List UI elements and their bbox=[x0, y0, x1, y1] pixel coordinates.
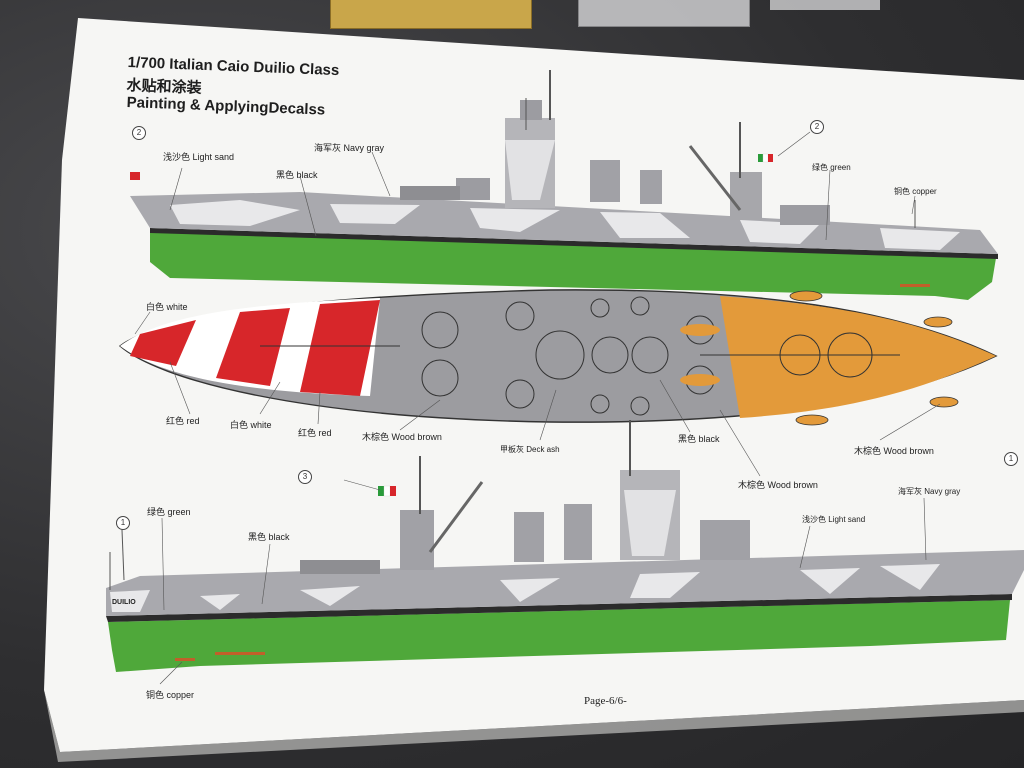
callout-1-bottom: 1 bbox=[116, 516, 130, 530]
callout-2-top: 2 bbox=[132, 126, 146, 140]
parts-bag bbox=[578, 0, 750, 27]
photo-etch-fret bbox=[330, 0, 532, 29]
label-green-bottom: 绿色 green bbox=[147, 507, 191, 517]
label-navy-gray-top: 海军灰 Navy gray bbox=[314, 143, 385, 153]
label-light-sand-bottom: 浅沙色 Light sand bbox=[802, 515, 866, 524]
label-light-sand-top: 浅沙色 Light sand bbox=[163, 152, 235, 162]
callout-1-right: 1 bbox=[1004, 452, 1018, 466]
top-hull-green bbox=[150, 232, 996, 300]
label-black-mid: 黑色 black bbox=[678, 434, 720, 444]
label-copper-bottom: 铜色 copper bbox=[146, 690, 195, 700]
label-wood-brown-mid: 木棕色 Wood brown bbox=[362, 432, 442, 442]
callout-3-flag: 3 bbox=[298, 470, 312, 484]
label-wood-brown-center: 木棕色 Wood brown bbox=[738, 480, 818, 490]
callout-2-flag: 2 bbox=[810, 120, 824, 134]
label-white-left: 白色 white bbox=[146, 302, 188, 312]
label-copper-top: 铜色 copper bbox=[894, 187, 937, 196]
label-deck-ash: 甲板灰 Deck ash bbox=[500, 445, 560, 454]
label-red-mid: 红色 red bbox=[298, 428, 332, 438]
label-navy-gray-bottom: 海军灰 Navy gray bbox=[898, 487, 961, 496]
label-wood-brown-right: 木棕色 Wood brown bbox=[854, 446, 934, 456]
parts-bag-secondary bbox=[770, 0, 880, 10]
red-band-3 bbox=[300, 300, 380, 396]
side-profile-top bbox=[130, 70, 998, 300]
red-band-1 bbox=[130, 320, 196, 366]
page-number: Page-6/6- bbox=[584, 695, 627, 707]
label-white-mid: 白色 white bbox=[230, 420, 272, 430]
deck-plan bbox=[118, 289, 998, 477]
label-black-bottom: 黑色 black bbox=[248, 532, 290, 542]
label-black-top: 黑色 black bbox=[276, 170, 318, 180]
bottom-hull-green bbox=[108, 600, 1010, 672]
red-band-2 bbox=[216, 308, 290, 386]
label-red-left: 红色 red bbox=[166, 416, 200, 426]
hull-name-decal: DUILIO bbox=[112, 599, 136, 606]
side-profile-bottom bbox=[106, 420, 1024, 685]
label-green-top: 绿色 green bbox=[812, 163, 851, 172]
